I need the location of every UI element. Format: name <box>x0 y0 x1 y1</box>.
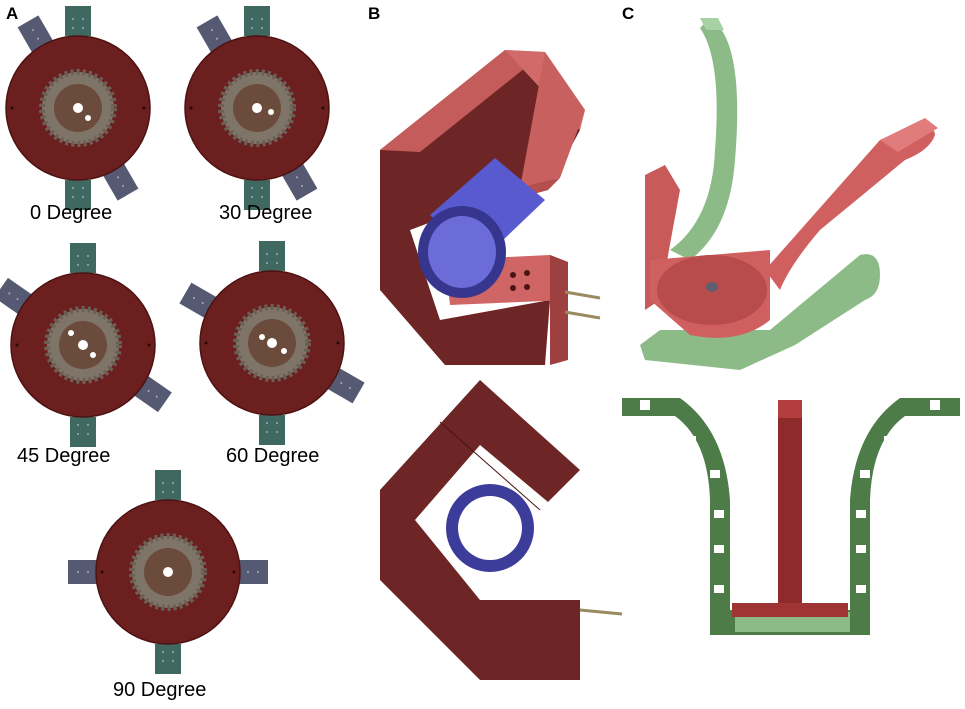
gripper-isometric-view <box>640 18 938 370</box>
gripper-side-view <box>622 398 960 635</box>
caption-30-degree: 30 Degree <box>219 202 312 224</box>
clamp-isometric-view <box>380 50 601 365</box>
panel-label-c: C <box>622 4 634 23</box>
caption-90-degree: 90 Degree <box>113 679 206 701</box>
disc-30-degree <box>185 6 329 210</box>
panel-label-b: B <box>368 4 380 23</box>
disc-45-degree <box>0 243 172 447</box>
caption-60-degree: 60 Degree <box>226 445 319 467</box>
caption-0-degree: 0 Degree <box>30 202 112 224</box>
panel-label-a: A <box>6 4 18 23</box>
caption-45-degree: 45 Degree <box>17 445 110 467</box>
disc-0-degree <box>6 6 150 210</box>
disc-90-degree <box>68 470 268 674</box>
clamp-top-view <box>380 380 623 680</box>
disc-60-degree <box>179 241 365 445</box>
